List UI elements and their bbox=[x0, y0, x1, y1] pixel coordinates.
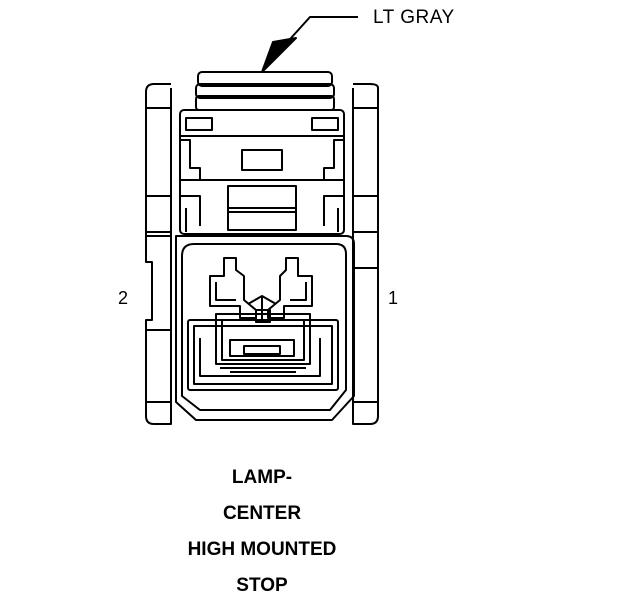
upper-housing bbox=[179, 109, 345, 235]
lower-housing bbox=[175, 235, 355, 421]
callout-leader bbox=[261, 16, 358, 73]
caption-line-3: HIGH MOUNTED bbox=[187, 539, 337, 560]
caption-line-2: CENTER bbox=[222, 503, 302, 524]
terminal-cavity bbox=[187, 313, 339, 391]
caption-line-4: STOP bbox=[236, 575, 288, 596]
top-latch bbox=[195, 71, 335, 111]
terminal-pins bbox=[209, 257, 313, 323]
color-callout-label: LT GRAY bbox=[373, 7, 455, 28]
pin-1-label: 1 bbox=[388, 288, 399, 308]
pin-2-label: 2 bbox=[118, 288, 129, 308]
caption-line-1: LAMP- bbox=[231, 467, 293, 488]
right-outer-rail bbox=[352, 83, 379, 425]
left-outer-rail bbox=[145, 83, 172, 425]
